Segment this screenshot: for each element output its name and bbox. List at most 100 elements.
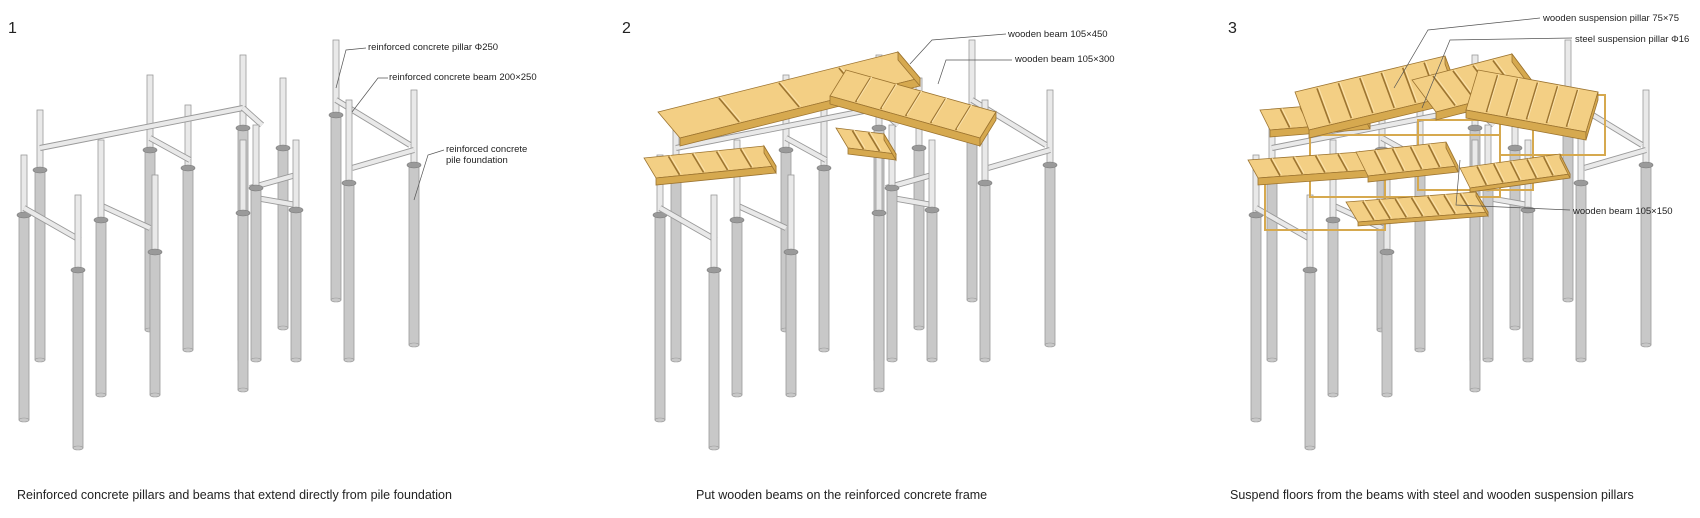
pile-foundation bbox=[926, 209, 938, 361]
pile-base bbox=[95, 392, 107, 398]
pile-collar bbox=[871, 124, 887, 132]
rc-beam bbox=[351, 147, 415, 171]
panel-3-number: 3 bbox=[1228, 20, 1237, 37]
wood-joist bbox=[1337, 153, 1348, 172]
pile-foundation bbox=[18, 214, 30, 421]
pile-collar bbox=[1638, 161, 1654, 169]
pile-base bbox=[1250, 417, 1262, 423]
pile-collar bbox=[1302, 266, 1318, 274]
wood-joist bbox=[1505, 78, 1519, 116]
wood-joist-highlight bbox=[1339, 153, 1350, 171]
pile-base bbox=[182, 347, 194, 353]
pile-foundation bbox=[250, 187, 262, 361]
wood-joist-highlight bbox=[1339, 82, 1354, 118]
rc-pillar bbox=[239, 139, 247, 214]
pile-base bbox=[1469, 387, 1481, 393]
callout-wood-beam-300: wooden beam 105×300 bbox=[1015, 54, 1115, 65]
pile-collar bbox=[1467, 124, 1483, 132]
wood-joist bbox=[1459, 193, 1472, 213]
wood-joist-highlight bbox=[693, 152, 706, 172]
pile-base bbox=[1381, 392, 1393, 398]
leader-rc-pillar bbox=[335, 47, 367, 89]
wood-joist bbox=[1485, 75, 1499, 113]
rc-pillar bbox=[710, 194, 718, 271]
wood-joist bbox=[879, 84, 897, 110]
wood-joist bbox=[854, 77, 872, 103]
wood-joist-highlight bbox=[1403, 66, 1418, 102]
rc-beam bbox=[1487, 195, 1529, 208]
pile-base bbox=[926, 357, 938, 363]
pile-base bbox=[873, 387, 885, 393]
rc-beam bbox=[241, 106, 264, 127]
pile-foundation bbox=[818, 167, 830, 351]
panel-1-drawing bbox=[16, 39, 445, 451]
pile-collar bbox=[977, 179, 993, 187]
pile-foundation bbox=[1469, 212, 1481, 391]
pile-foundation bbox=[1304, 269, 1316, 449]
rc-pillar bbox=[36, 109, 44, 171]
pile-collar bbox=[235, 209, 251, 217]
pile-foundation bbox=[785, 251, 797, 396]
pile-foundation bbox=[290, 209, 302, 361]
wood-joist-highlight bbox=[1318, 87, 1332, 123]
pile-foundation bbox=[149, 251, 161, 396]
panel-2: 2 wooden beam 105×450 wooden beam 105×30… bbox=[600, 0, 1160, 518]
panel-2-drawing bbox=[643, 33, 1058, 451]
wood-joist-highlight bbox=[1487, 74, 1500, 112]
rc-pillar bbox=[410, 89, 418, 166]
wood-joist-highlight bbox=[881, 83, 898, 109]
pile-foundation bbox=[1044, 164, 1056, 346]
pile-base bbox=[1327, 392, 1339, 398]
pile-foundation bbox=[873, 212, 885, 391]
wood-joist-highlight bbox=[1494, 162, 1505, 182]
pile-base bbox=[1509, 325, 1521, 331]
wood-joist bbox=[1409, 146, 1423, 170]
wood-joist-highlight bbox=[1544, 155, 1555, 175]
rc-beam bbox=[22, 206, 82, 242]
pile-foundation bbox=[654, 214, 666, 421]
pile-base bbox=[1562, 297, 1574, 303]
pile-base bbox=[966, 297, 978, 303]
wood-joist bbox=[715, 151, 729, 171]
pile-base bbox=[785, 392, 797, 398]
pile-collar bbox=[288, 206, 304, 214]
wood-joist bbox=[904, 91, 922, 117]
pile-collar bbox=[1507, 144, 1523, 152]
wood-joist bbox=[778, 82, 800, 108]
wood-joist-highlight bbox=[669, 155, 682, 175]
pile-base bbox=[731, 392, 743, 398]
wood-joist-highlight bbox=[1375, 149, 1388, 173]
wood-joist-highlight bbox=[1316, 154, 1327, 172]
wood-joist bbox=[1378, 199, 1391, 220]
wood-joist-highlight bbox=[779, 81, 802, 107]
pile-foundation bbox=[1250, 214, 1262, 421]
wood-joist-highlight bbox=[1478, 165, 1489, 185]
panel-3: 3 wooden suspension pillar 75×75 steel s… bbox=[1160, 0, 1700, 518]
pile-foundation bbox=[343, 182, 355, 361]
wood-joist-highlight bbox=[1461, 192, 1474, 212]
pile-collar bbox=[406, 161, 422, 169]
rc-beam bbox=[99, 203, 151, 230]
pile-foundation bbox=[182, 167, 194, 351]
wood-joist-highlight bbox=[1396, 197, 1409, 217]
pile-collar bbox=[884, 184, 900, 192]
wood-joist bbox=[1270, 158, 1281, 177]
pile-foundation bbox=[1414, 167, 1426, 351]
pile-collar bbox=[275, 144, 291, 152]
callout-rc-pile-line2: pile foundation bbox=[446, 155, 508, 166]
wood-joist bbox=[1565, 89, 1579, 127]
callout-rc-pillar: reinforced concrete pillar Φ250 bbox=[368, 42, 499, 53]
rc-pillar bbox=[252, 124, 260, 189]
pile-base bbox=[708, 445, 720, 451]
pile-foundation bbox=[1562, 114, 1574, 301]
panel-1: 1 reinforced concrete pillar Φ250 reinfo… bbox=[0, 0, 600, 518]
wood-joist bbox=[1493, 163, 1504, 183]
wood-joist bbox=[1526, 159, 1537, 179]
callout-wood-beam-450: wooden beam 105×450 bbox=[1008, 29, 1108, 40]
rc-pillar bbox=[1642, 89, 1650, 166]
pile-base bbox=[18, 417, 30, 423]
wood-joist bbox=[1337, 82, 1353, 119]
pile-base bbox=[979, 357, 991, 363]
callout-rc-pile-line1: reinforced concrete bbox=[446, 144, 528, 155]
pile-base bbox=[654, 417, 666, 423]
